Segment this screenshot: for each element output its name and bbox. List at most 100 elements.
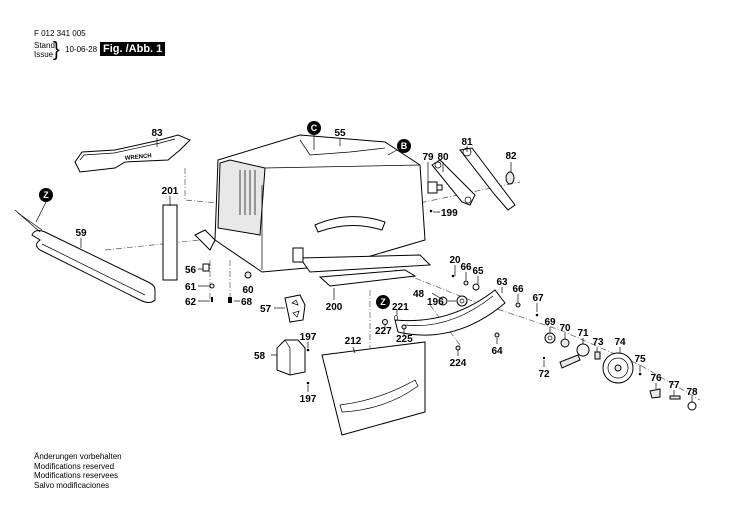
label-55: 55 — [334, 128, 346, 139]
footer-line-fr: Modifications reservees — [34, 471, 119, 480]
footer-line-es: Salvo modificaciones — [34, 480, 110, 490]
part-67-screw[interactable] — [535, 313, 539, 317]
part-20-screw[interactable] — [451, 274, 455, 278]
footer-notes: Änderungen vorbehalten Modifications res… — [34, 452, 122, 490]
part-55-housing[interactable] — [194, 134, 432, 273]
part-74-handwheel[interactable] — [602, 352, 634, 384]
part-58-switch[interactable] — [276, 339, 306, 376]
label-57: 57 — [260, 304, 272, 315]
part-60-plug[interactable] — [244, 271, 252, 279]
part-64-nut[interactable] — [494, 332, 500, 338]
issue-date: 10-06-28 — [65, 45, 98, 54]
badge-b: B — [397, 139, 411, 153]
part-212-panel[interactable] — [321, 341, 426, 436]
label-48: 48 — [413, 289, 425, 300]
label-20: 20 — [449, 255, 461, 266]
label-61: 61 — [185, 282, 197, 293]
part-66-washer-b[interactable] — [515, 302, 521, 308]
label-78: 78 — [686, 387, 698, 398]
svg-text:B: B — [401, 141, 408, 151]
label-212: 212 — [345, 336, 362, 347]
part-59-cord[interactable] — [14, 209, 156, 303]
part-61-washer[interactable] — [209, 283, 215, 289]
figure-label: Fig. /Abb. 1 — [100, 42, 166, 56]
label-70: 70 — [559, 323, 571, 334]
label-74: 74 — [614, 337, 626, 348]
footer-line-de: Änderungen vorbehalten — [34, 452, 122, 461]
part-72-pin[interactable] — [542, 356, 546, 360]
footer-line-en: Modifications reserved — [34, 461, 115, 471]
part-65-spacer[interactable] — [472, 283, 480, 291]
part-70-nut[interactable] — [560, 338, 570, 348]
label-81: 81 — [461, 137, 473, 148]
part-76-knob[interactable] — [649, 388, 661, 399]
part-201-plate[interactable] — [162, 204, 178, 281]
part-200[interactable] — [318, 269, 417, 287]
label-227: 227 — [375, 326, 392, 337]
label-65: 65 — [472, 266, 484, 277]
label-62: 62 — [185, 297, 197, 308]
part-63-bevel-arc[interactable] — [394, 289, 506, 336]
part-78-cap[interactable] — [687, 401, 697, 411]
label-80: 80 — [437, 152, 449, 163]
label-64: 64 — [491, 346, 503, 357]
badge-c: C — [307, 121, 321, 135]
part-82-knob[interactable] — [505, 171, 515, 185]
label-72: 72 — [538, 369, 550, 380]
svg-text:Z: Z — [380, 297, 386, 307]
part-68-screw[interactable] — [228, 297, 232, 303]
part-69-washer[interactable] — [544, 332, 556, 344]
label-69: 69 — [544, 317, 556, 328]
part-77-shaft[interactable] — [669, 395, 681, 400]
part-labels: 83 201 59 55 79 80 81 82 199 56 61 62 60… — [75, 128, 698, 405]
svg-text:C: C — [311, 123, 318, 133]
label-56: 56 — [185, 265, 197, 276]
part-71-lever[interactable] — [559, 343, 590, 369]
part-79-bracket[interactable] — [427, 181, 443, 194]
part-199-screw[interactable] — [429, 209, 433, 213]
label-59: 59 — [75, 228, 87, 239]
label-83: 83 — [151, 128, 163, 139]
label-73: 73 — [592, 337, 604, 348]
label-71: 71 — [577, 328, 589, 339]
label-66-b: 66 — [512, 284, 524, 295]
part-56-nut[interactable] — [202, 263, 210, 272]
part-83-wrench[interactable]: WRENCH — [74, 134, 191, 173]
part-62-screw[interactable] — [211, 297, 213, 302]
label-60: 60 — [242, 285, 254, 296]
part-57-switch-cover[interactable] — [284, 294, 306, 323]
label-197-a: 197 — [300, 332, 317, 343]
label-201: 201 — [162, 186, 179, 197]
label-224: 224 — [450, 358, 467, 369]
label-200: 200 — [326, 302, 343, 313]
label-82: 82 — [505, 151, 517, 162]
label-199: 199 — [441, 208, 458, 219]
stand-label: Stand — [34, 41, 55, 50]
label-196: 196 — [427, 297, 444, 308]
part-66-washer-a[interactable] — [463, 280, 469, 286]
label-63: 63 — [496, 277, 508, 288]
part-227-nut[interactable] — [382, 319, 388, 325]
label-221: 221 — [392, 302, 409, 313]
label-75: 75 — [634, 354, 646, 365]
leader-lines — [35, 135, 693, 402]
label-67: 67 — [532, 293, 544, 304]
part-73-spring[interactable] — [594, 351, 601, 360]
label-58: 58 — [254, 351, 266, 362]
part-197-screw-a[interactable] — [306, 348, 310, 352]
part-196-washer[interactable] — [456, 295, 468, 307]
wrench-text: WRENCH — [125, 153, 152, 162]
part-221-clip[interactable] — [394, 315, 398, 321]
badge-z-left: Z — [39, 188, 53, 202]
label-77: 77 — [668, 380, 680, 391]
part-48-nut[interactable] — [438, 296, 448, 306]
part-75-screw[interactable] — [638, 372, 642, 376]
label-197-b: 197 — [300, 394, 317, 405]
part-80-link[interactable] — [431, 159, 476, 206]
part-224-nut[interactable] — [455, 345, 461, 351]
part-197-screw-b[interactable] — [306, 381, 310, 385]
part-225-washer[interactable] — [401, 324, 407, 330]
label-68: 68 — [241, 297, 253, 308]
label-76: 76 — [650, 373, 662, 384]
